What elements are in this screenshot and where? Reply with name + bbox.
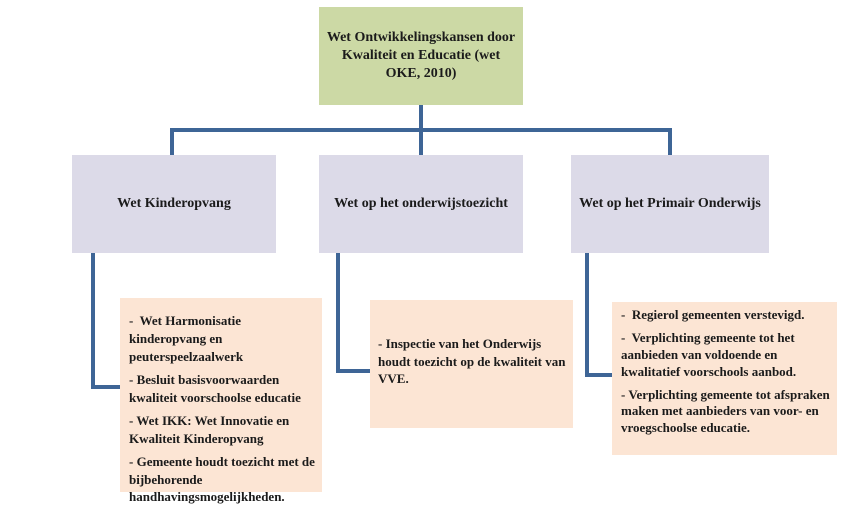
branch-node-wet-primair-onderwijs: Wet op het Primair Onderwijs <box>571 155 769 253</box>
branch-node-label: Wet Kinderopvang <box>117 196 231 212</box>
connector-stub-left <box>170 128 174 155</box>
detail-node-primair-onderwijs: - Regierol gemeenten verstevigd. - Verpl… <box>612 302 837 455</box>
detail-item: - Wet Harmonisatie kinderopvang en peute… <box>129 313 245 364</box>
connector-branch3-elbow <box>585 373 614 377</box>
branch-node-wet-onderwijstoezicht: Wet op het onderwijstoezicht <box>319 155 523 253</box>
detail-item: - Wet IKK: Wet Innovatie en Kwaliteit Ki… <box>129 412 293 446</box>
connector-stub-right <box>668 128 672 155</box>
connector-branch1-elbow <box>91 385 121 389</box>
connector-branch2-vertical <box>336 253 340 373</box>
detail-item: - Inspectie van het Onderwijs houdt toez… <box>378 335 569 387</box>
connector-branch3-vertical <box>585 253 589 377</box>
detail-item: - Verplichting gemeente tot het aanbiede… <box>621 329 798 379</box>
connector-branch1-vertical <box>91 253 95 389</box>
branch-node-label: Wet op het Primair Onderwijs <box>579 196 761 212</box>
branch-node-label: Wet op het onderwijstoezicht <box>334 196 508 212</box>
connector-horizontal-bar <box>170 128 672 132</box>
root-node-label: Wet Ontwikkelingskansen door Kwaliteit e… <box>326 29 516 82</box>
connector-branch2-elbow <box>336 369 372 373</box>
detail-item: - Besluit basisvoorwaarden kwaliteit voo… <box>129 371 301 405</box>
branch-node-wet-kinderopvang: Wet Kinderopvang <box>72 155 276 253</box>
root-node-wet-oke: Wet Ontwikkelingskansen door Kwaliteit e… <box>319 7 523 105</box>
detail-node-kinderopvang: - Wet Harmonisatie kinderopvang en peute… <box>120 298 322 504</box>
detail-item: - Verplichting gemeente tot afspraken ma… <box>621 386 833 436</box>
detail-node-onderwijstoezicht: - Inspectie van het Onderwijs houdt toez… <box>370 300 573 428</box>
detail-item: - Regierol gemeenten verstevigd. <box>621 307 805 322</box>
detail-item: - Gemeente houdt toezicht met de bijbeho… <box>129 453 319 505</box>
